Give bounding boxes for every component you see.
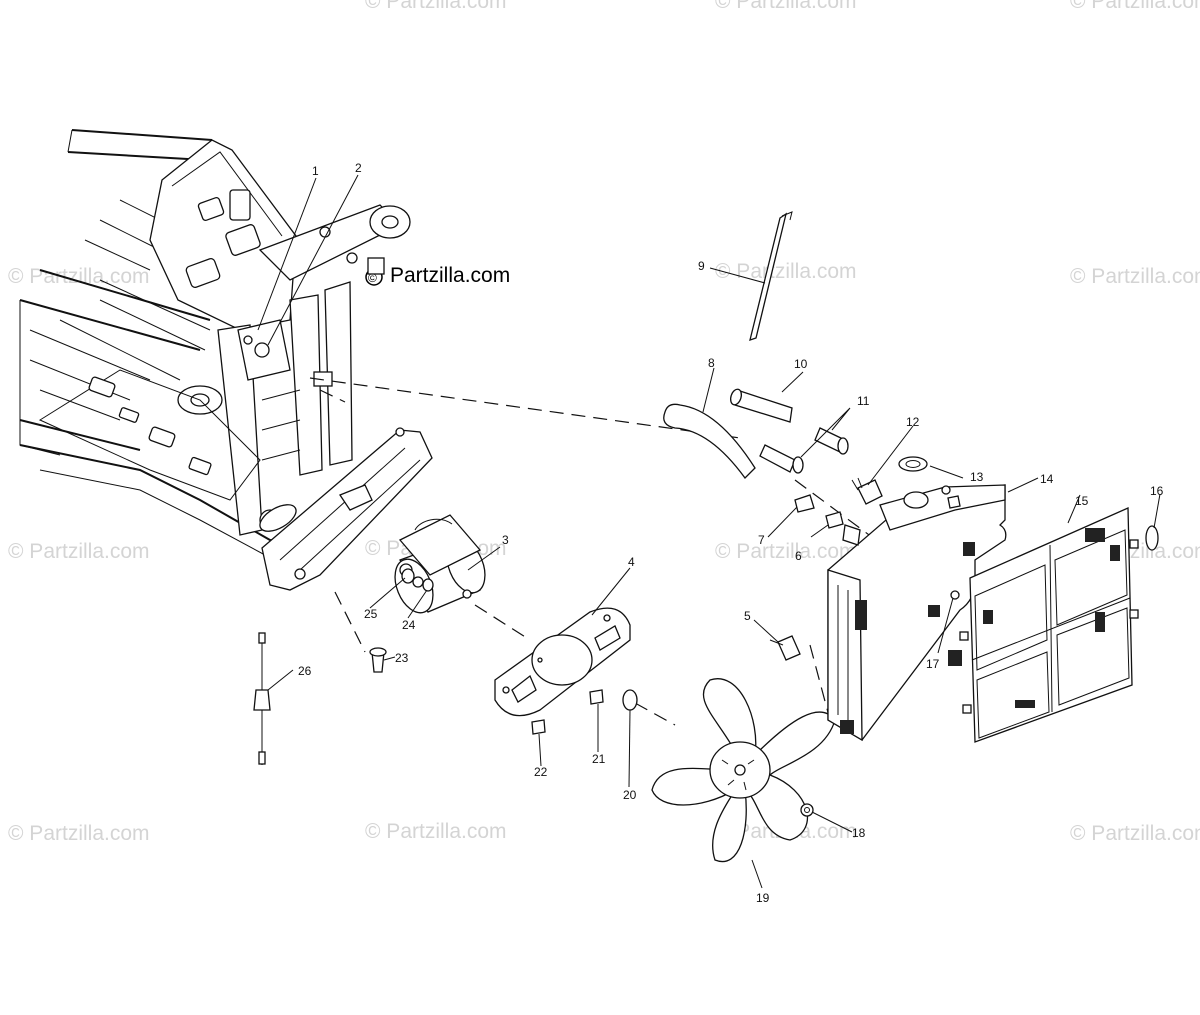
spacer-20 xyxy=(622,689,638,711)
routing-dashed-line xyxy=(319,389,346,403)
fan-bracket xyxy=(494,607,631,717)
callout-labels: 1 2 3 4 5 6 7 8 9 10 11 12 13 14 15 16 1… xyxy=(298,161,1164,905)
fitting-11a xyxy=(759,444,796,473)
switch-5 xyxy=(777,635,801,661)
washer-25 xyxy=(401,568,415,584)
resistor-26 xyxy=(253,632,271,765)
nut-24 xyxy=(422,578,434,592)
fitting-6 xyxy=(825,511,844,529)
motor-mount-dashed-line xyxy=(334,591,366,653)
callout-2: 2 xyxy=(355,161,362,175)
nut-18 xyxy=(800,803,814,817)
radiator-screen xyxy=(959,507,1139,743)
brand-symbol: © xyxy=(368,271,377,285)
callout-11: 11 xyxy=(857,394,870,408)
cable-tie xyxy=(749,211,793,341)
callout-25: 25 xyxy=(364,607,378,621)
bolt-21 xyxy=(589,689,604,705)
callout-22: 22 xyxy=(534,765,548,779)
callout-7: 7 xyxy=(758,533,765,547)
watermark: © Partzilla.com xyxy=(1070,0,1200,13)
fitting-7 xyxy=(794,494,815,513)
callout-17: 17 xyxy=(926,657,940,671)
callout-20: 20 xyxy=(623,788,637,802)
brand-logo: © Partzilla.com xyxy=(365,264,510,287)
callout-3: 3 xyxy=(502,533,509,547)
callout-6: 6 xyxy=(795,549,802,563)
watermark: © Partzilla.com xyxy=(1070,822,1200,845)
vehicle-frame xyxy=(19,129,433,591)
watermark: © Partzilla.com xyxy=(8,265,150,288)
callout-4: 4 xyxy=(628,555,635,569)
watermark: © Partzilla.com xyxy=(8,540,150,563)
callout-24: 24 xyxy=(402,618,416,632)
callout-21: 21 xyxy=(592,752,606,766)
callout-13: 13 xyxy=(970,470,984,484)
watermark: © Partzilla.com xyxy=(715,260,857,283)
watermark: © Partzilla.com xyxy=(715,0,857,13)
temp-sensor xyxy=(857,479,883,505)
callout-12: 12 xyxy=(906,415,920,429)
watermark: © Partzilla.com xyxy=(365,0,507,13)
radiator-cap xyxy=(898,456,928,472)
watermark: © Partzilla.com xyxy=(8,822,150,845)
fan-blade xyxy=(651,678,836,863)
callout-26: 26 xyxy=(298,664,312,678)
callout-14: 14 xyxy=(1040,472,1054,486)
brand-name: Partzilla.com xyxy=(390,264,510,287)
fan-shaft-dashed-line xyxy=(634,702,676,726)
callout-19: 19 xyxy=(756,891,770,905)
callout-1: 1 xyxy=(312,164,319,178)
motor-shaft-dashed-line xyxy=(474,604,531,641)
watermark: © Partzilla.com xyxy=(365,820,507,843)
callout-8: 8 xyxy=(708,356,715,370)
callout-16: 16 xyxy=(1150,484,1164,498)
routing-dashed-line xyxy=(309,377,741,439)
hose-10 xyxy=(734,389,793,423)
hose-8 xyxy=(663,403,756,479)
watermark: © Partzilla.com xyxy=(1070,265,1200,288)
radiator xyxy=(827,484,1007,742)
screw-17 xyxy=(950,590,960,600)
callout-18: 18 xyxy=(852,826,866,840)
bolt-22 xyxy=(531,719,546,735)
fan-motor xyxy=(394,514,486,614)
o-ring xyxy=(1145,525,1159,551)
callout-10: 10 xyxy=(794,357,808,371)
leader-lines xyxy=(257,174,1161,889)
callout-15: 15 xyxy=(1075,494,1089,508)
callout-5: 5 xyxy=(744,609,751,623)
callout-23: 23 xyxy=(395,651,409,665)
switch-dashed-line xyxy=(809,644,831,721)
watermark: © Partzilla.com xyxy=(715,540,857,563)
callout-9: 9 xyxy=(698,259,705,273)
